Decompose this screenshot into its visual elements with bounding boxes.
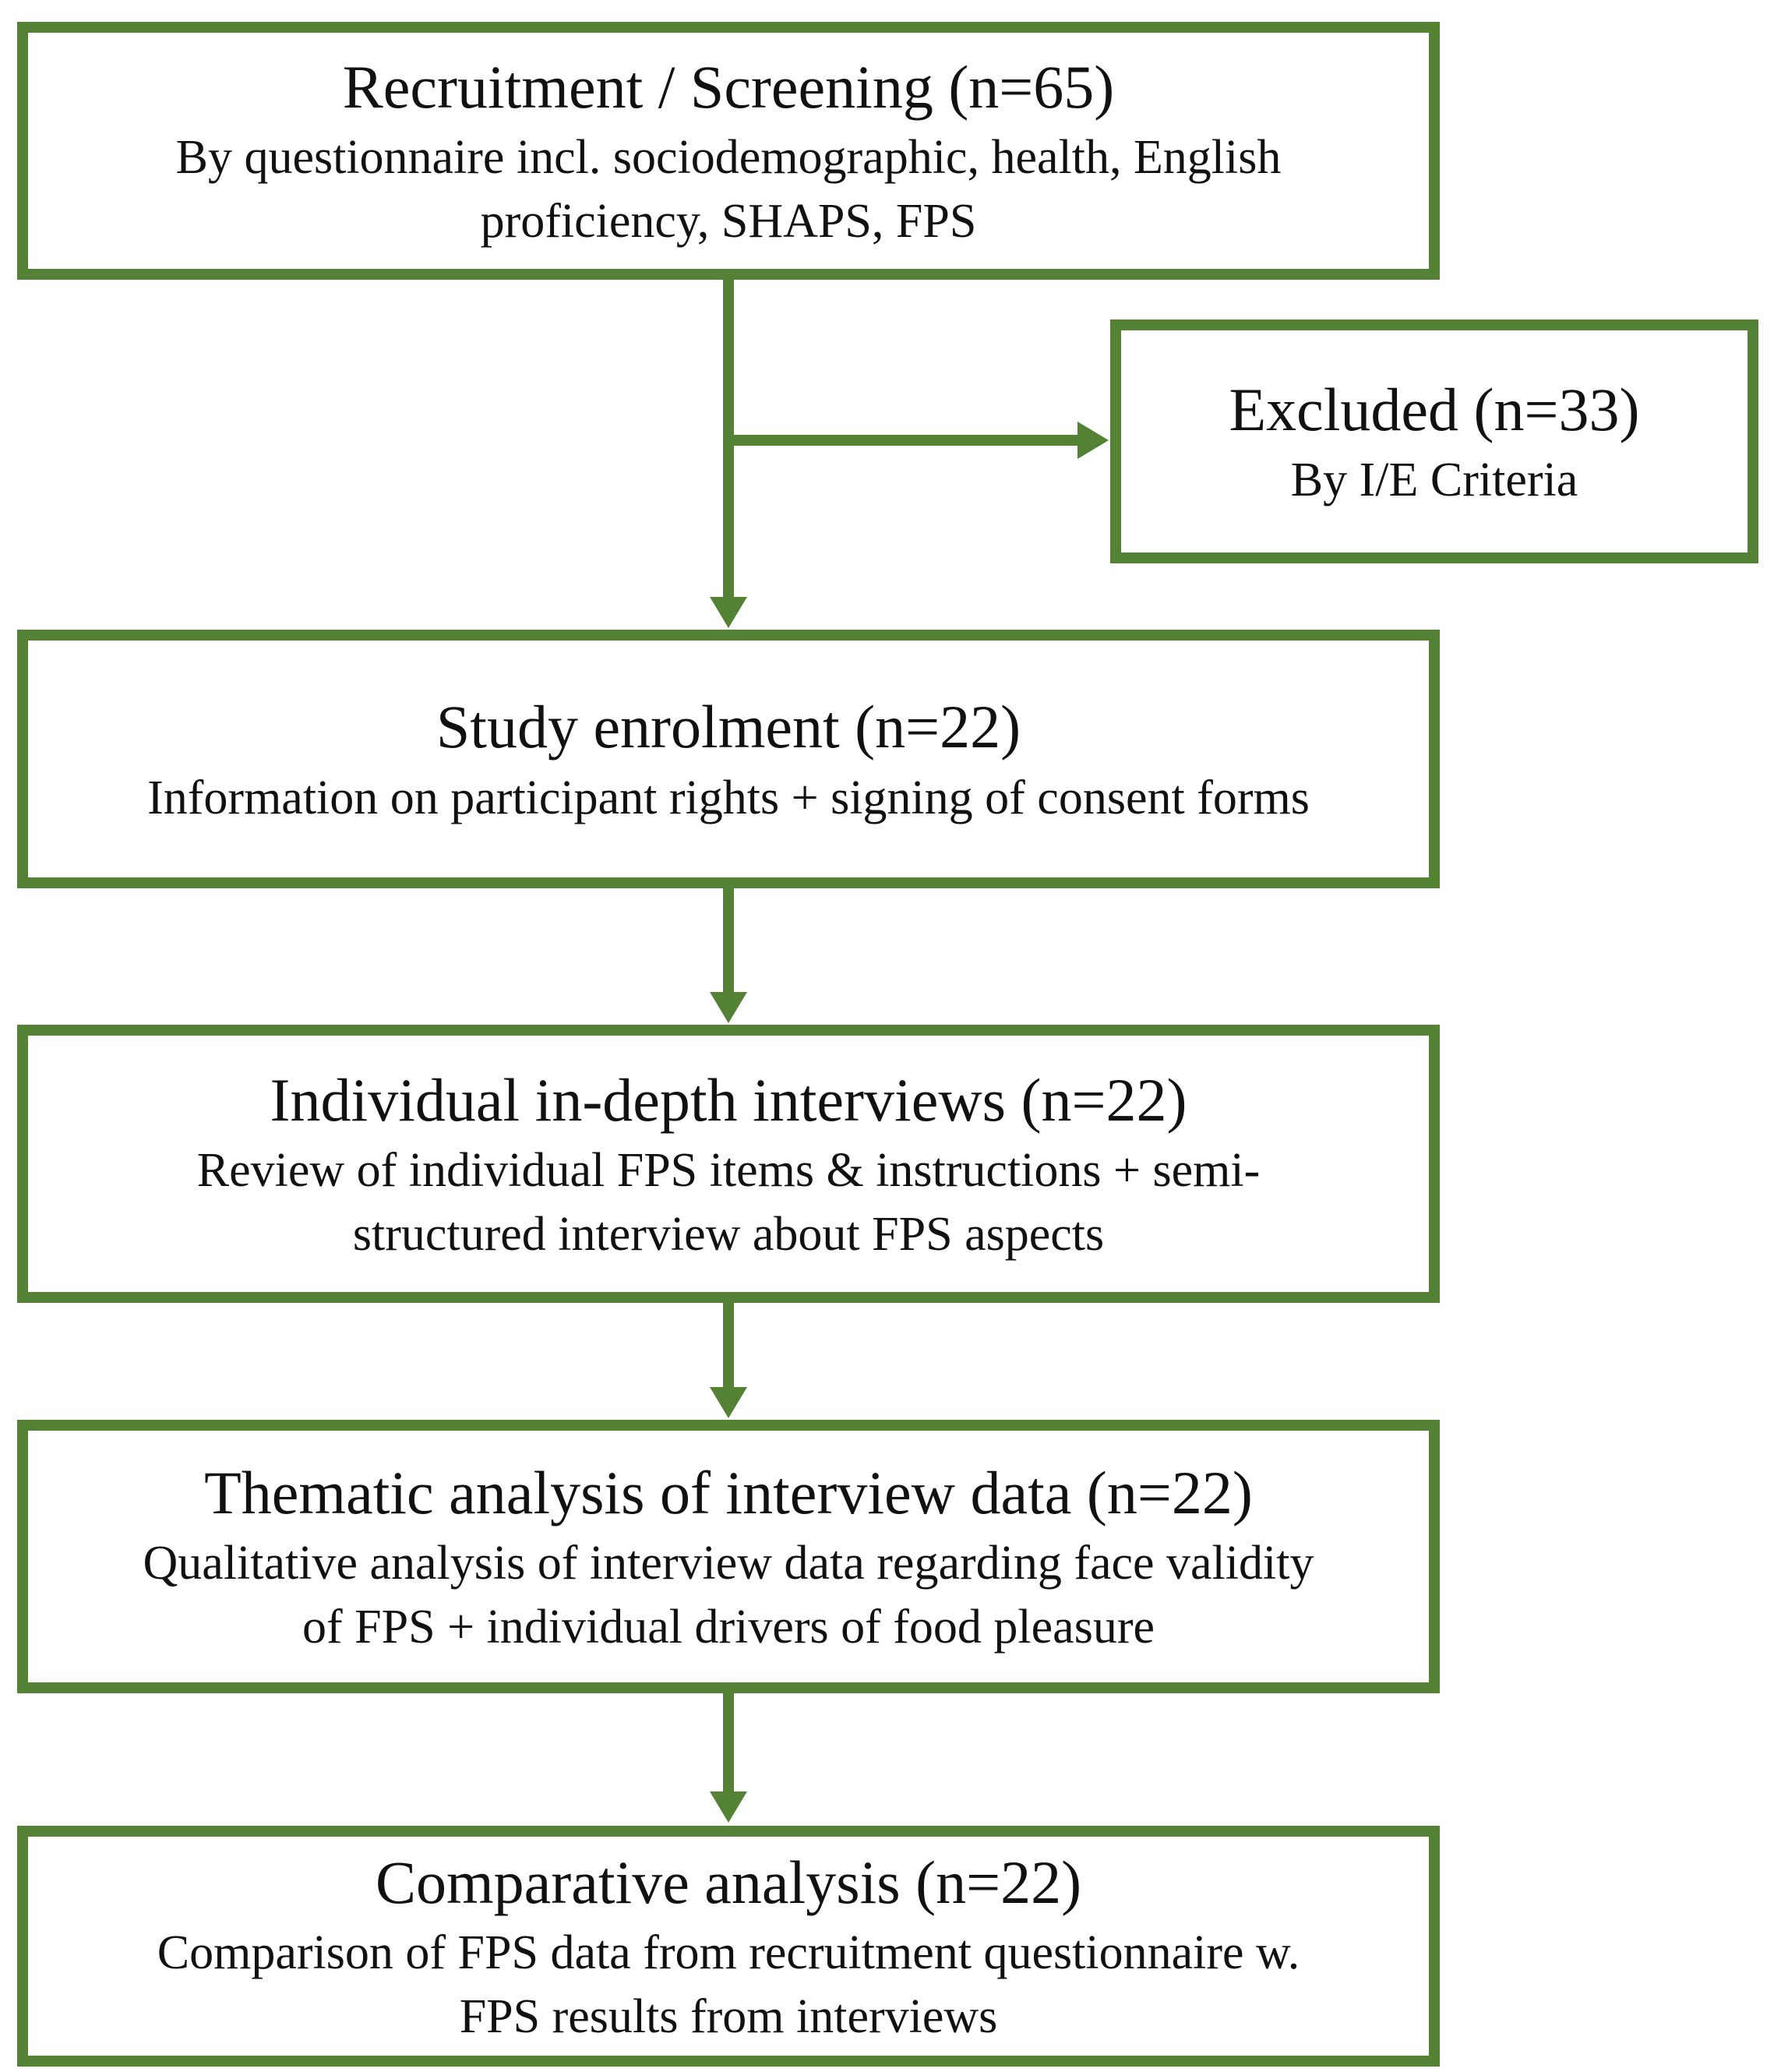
box-subtitle: Comparison of FPS data from recruitment … — [157, 1926, 1300, 2044]
arrow-down-3-head — [710, 1387, 747, 1418]
box-study-enrolment: Study enrolment (n=22) Information on pa… — [17, 630, 1440, 888]
box-individual-interviews: Individual in-depth interviews (n=22) Re… — [17, 1025, 1440, 1303]
box-recruitment-screening: Recruitment / Screening (n=65) By questi… — [17, 22, 1440, 280]
box-subtitle: Qualitative analysis of interview data r… — [143, 1537, 1314, 1654]
box-subtitle: By I/E Criteria — [1290, 454, 1578, 507]
arrow-down-2-head — [710, 992, 747, 1023]
box-title: Comparative analysis (n=22) — [375, 1848, 1082, 1916]
box-subtitle: Review of individual FPS items & instruc… — [196, 1144, 1261, 1262]
box-comparative-analysis: Comparative analysis (n=22) Comparison o… — [17, 1826, 1440, 2067]
box-title: Recruitment / Screening (n=65) — [342, 52, 1115, 121]
box-subtitle: By questionnaire incl. sociodemographic,… — [175, 131, 1282, 249]
box-title: Study enrolment (n=22) — [436, 693, 1021, 761]
arrow-down-1-head — [710, 597, 747, 628]
box-thematic-analysis: Thematic analysis of interview data (n=2… — [17, 1420, 1440, 1693]
arrow-down-4-head — [710, 1791, 747, 1823]
box-excluded: Excluded (n=33) By I/E Criteria — [1110, 319, 1758, 563]
box-subtitle: Information on participant rights + sign… — [147, 771, 1310, 824]
arrow-right-excluded-head — [1077, 422, 1109, 459]
box-title: Thematic analysis of interview data (n=2… — [204, 1458, 1253, 1527]
box-title: Individual in-depth interviews (n=22) — [270, 1065, 1187, 1134]
box-title: Excluded (n=33) — [1229, 375, 1640, 443]
